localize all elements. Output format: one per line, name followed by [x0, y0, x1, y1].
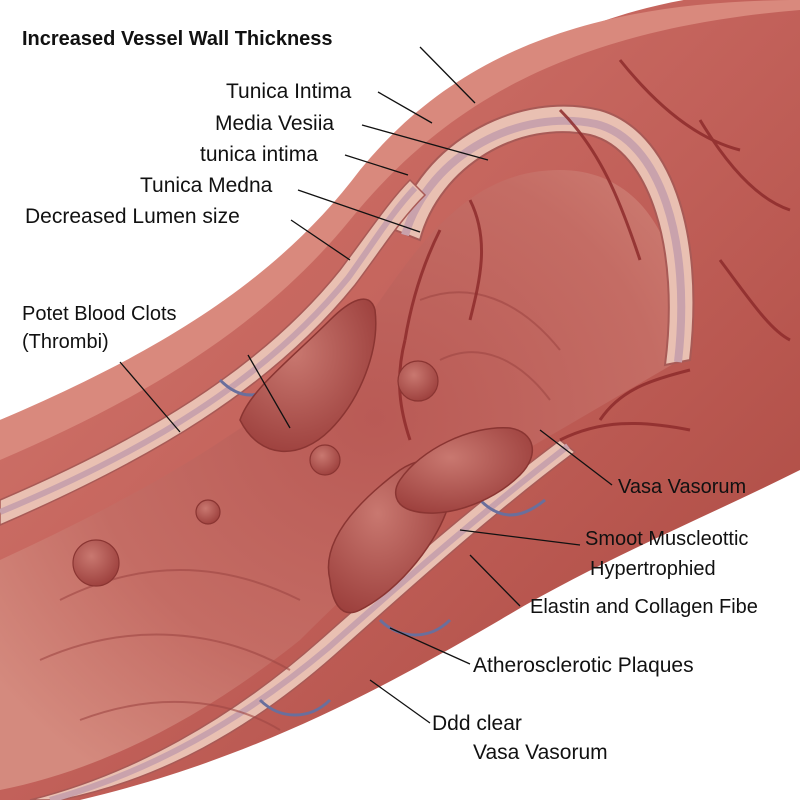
label-media-vesiia: Media Vesiia — [215, 112, 335, 135]
upper-media-band — [0, 185, 418, 515]
label-atherosclerotic-plaques: Atherosclerotic Plaques — [473, 654, 694, 677]
diagram-title: Increased Vessel Wall Thickness — [22, 28, 333, 50]
label-vasa-vasorum-lower: Vasa Vasorum — [473, 741, 608, 764]
lumen-folds — [39, 291, 561, 731]
label-hypertrophied: Hypertrophied — [590, 558, 716, 580]
leader-lines — [119, 46, 613, 724]
label-decreased-lumen: Decreased Lumen size — [25, 205, 240, 228]
plaques — [239, 298, 534, 614]
clot-spheres — [72, 360, 439, 587]
label-elastin-collagen: Elastin and Collagen Fibe — [530, 596, 758, 618]
label-smooth-muscle: Smoot Muscleottic — [585, 528, 749, 550]
label-thrombi: (Thrombi) — [22, 331, 109, 353]
label-tunica-medna: Tunica Medna — [140, 174, 273, 197]
label-ddd-clear: Ddd clear — [432, 712, 522, 735]
vessel-top-surface — [0, 0, 800, 460]
media-band-ring — [401, 116, 686, 363]
upper-thrombus — [239, 298, 377, 452]
vessel-opening-ring — [393, 104, 695, 367]
label-tunica-intima-lower: tunica intima — [200, 143, 318, 166]
lower-media-band — [49, 443, 570, 800]
label-vasa-vasorum: Vasa Vasorum — [618, 476, 747, 498]
surface-vessels — [398, 59, 791, 442]
label-blood-clots: Potet Blood Clots — [22, 303, 177, 325]
label-tunica-intima: Tunica Intima — [226, 80, 352, 103]
lower-plaque-2 — [394, 427, 534, 514]
